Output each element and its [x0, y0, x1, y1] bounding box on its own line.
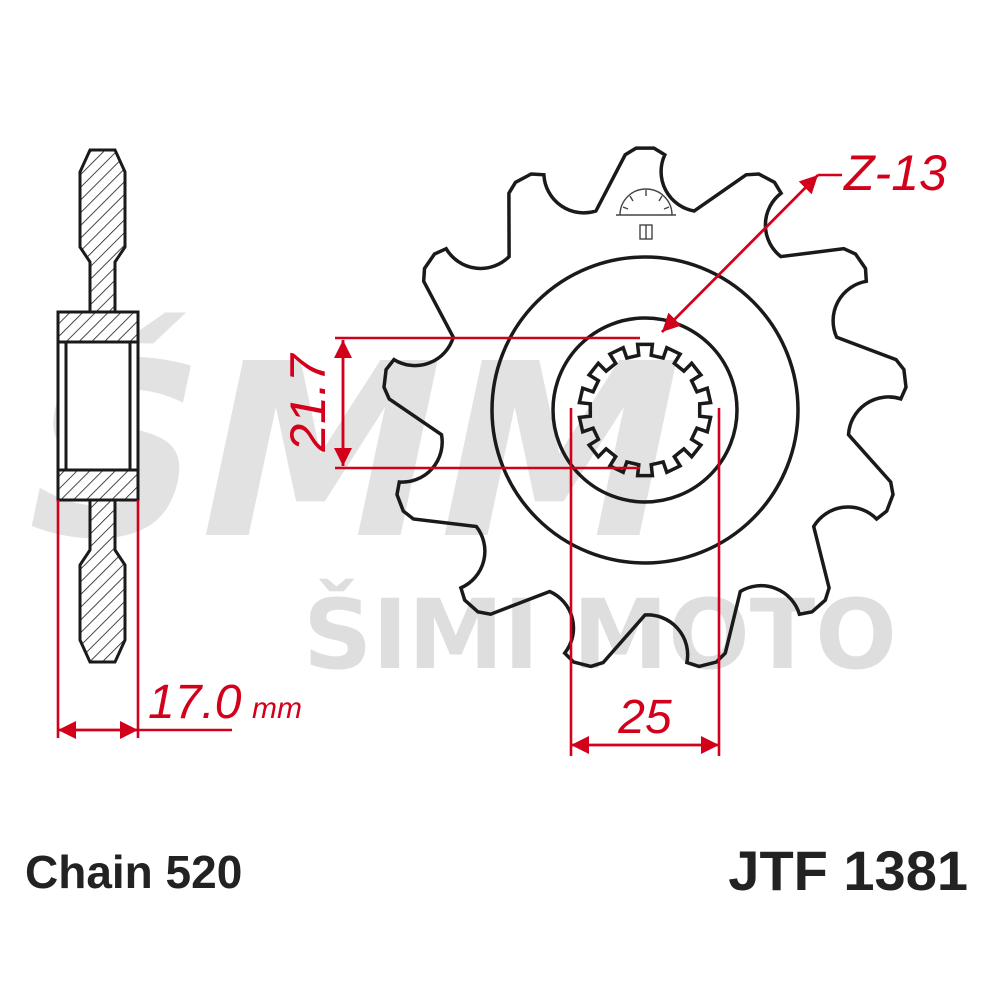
- section-bottom-hub: [56, 468, 140, 502]
- spline-diameter-label: 21.7: [280, 352, 336, 453]
- part-number-label: JTF 1381: [728, 839, 968, 902]
- tooth-count-label: Z-13: [843, 145, 947, 201]
- chain-size-label: Chain 520: [25, 846, 242, 898]
- hub-ring-inner: [551, 316, 739, 504]
- bore-diameter-label: 25: [617, 691, 672, 744]
- watermark-brand: ŠIMI MOTO: [303, 578, 897, 691]
- sprocket-front-view: [382, 146, 908, 669]
- thickness-value-label: 17.0: [148, 676, 242, 729]
- section-bottom-tooth: [78, 498, 127, 664]
- section-bore: [56, 340, 140, 472]
- section-top-tooth: [78, 148, 127, 314]
- jt-sprocket-logo-icon: [616, 188, 676, 240]
- sprocket-outline: [382, 146, 908, 669]
- section-top-hub: [56, 310, 140, 344]
- thickness-unit-label: mm: [252, 692, 302, 725]
- dimension-lines: [56, 173, 842, 756]
- hub-ring-outer: [490, 255, 800, 565]
- spline-bore: [577, 342, 713, 478]
